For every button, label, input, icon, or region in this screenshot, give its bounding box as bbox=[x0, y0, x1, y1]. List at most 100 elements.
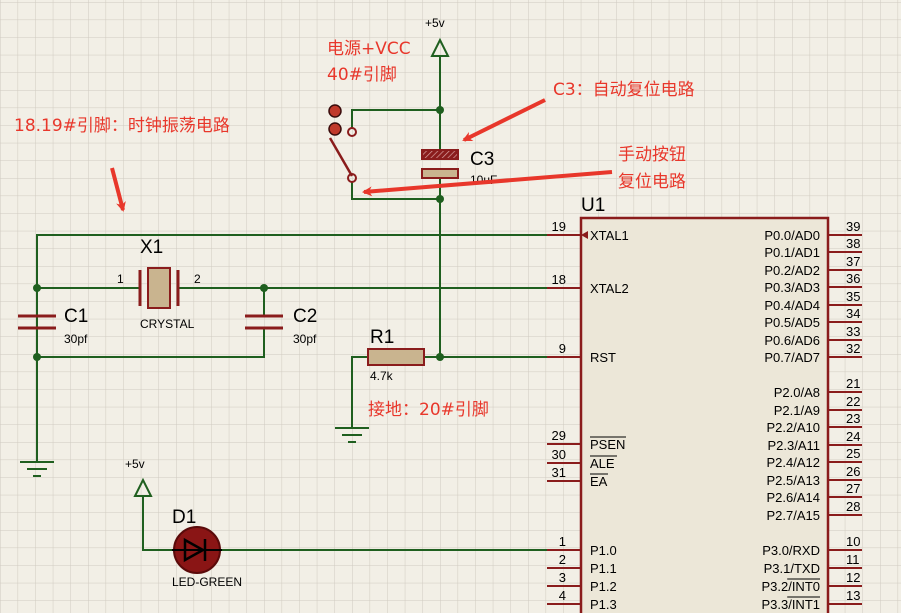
u1-pin-number: 1 bbox=[559, 534, 566, 549]
capacitor-c2: C2 30pf bbox=[245, 306, 317, 346]
reset-button-cap[interactable] bbox=[328, 104, 342, 118]
u1-pin-label: P3.2/INT0 bbox=[761, 579, 820, 594]
u1-pin-label: ALE bbox=[590, 456, 615, 471]
u1-pin-number: 11 bbox=[846, 552, 860, 567]
c2-value: 30pf bbox=[293, 332, 317, 346]
u1-pin-label: P2.7/A15 bbox=[767, 508, 821, 523]
u1-ref: U1 bbox=[581, 195, 605, 216]
u1-pin-number: 28 bbox=[846, 499, 860, 514]
u1-pin-label: P2.4/A12 bbox=[767, 455, 821, 470]
u1-pin-label: XTAL1 bbox=[590, 228, 629, 243]
u1-pin-number: 19 bbox=[552, 219, 566, 234]
u1-left-pins: 19XTAL118XTAL29RST29PSEN30ALE31EA1P1.02P… bbox=[547, 219, 629, 612]
u1-pin-number: 26 bbox=[846, 464, 860, 479]
u1-pin-number: 31 bbox=[552, 465, 566, 480]
crystal-x1: X1 1 2 CRYSTAL bbox=[117, 237, 201, 331]
wire-led-vcc bbox=[142, 495, 173, 551]
u1-pin-label: P3.3/INT1 bbox=[761, 597, 820, 612]
annotation-power-pin: 40#引脚 bbox=[327, 65, 397, 85]
led-d1: D1 LED-GREEN bbox=[172, 507, 242, 589]
r1-value: 4.7k bbox=[370, 369, 394, 383]
u1-pin-number: 23 bbox=[846, 411, 860, 426]
x1-pin1: 1 bbox=[117, 272, 124, 286]
u1-pin-label: P0.6/AD6 bbox=[764, 333, 820, 348]
annotation-ground: 接地：20#引脚 bbox=[368, 400, 489, 420]
u1-pin-label: P1.0 bbox=[590, 543, 617, 558]
u1-pin-label: P0.3/AD3 bbox=[764, 280, 820, 295]
u1-pin-label: P0.0/AD0 bbox=[764, 228, 820, 243]
u1-pin-label: P1.2 bbox=[590, 579, 617, 594]
vcc-symbol-top: +5v bbox=[425, 16, 450, 57]
u1-pin-number: 27 bbox=[846, 481, 860, 496]
u1-pin-number: 33 bbox=[846, 324, 860, 339]
vcc-label-top: +5v bbox=[425, 16, 445, 30]
u1-pin-label: RST bbox=[590, 350, 616, 365]
u1-pin-number: 37 bbox=[846, 254, 860, 269]
u1-pin-label: PSEN bbox=[590, 437, 625, 452]
u1-pin-label: P0.1/AD1 bbox=[764, 245, 820, 260]
u1-pin-label: P0.2/AD2 bbox=[764, 263, 820, 278]
d1-ref: D1 bbox=[172, 507, 196, 528]
u1-pin-number: 32 bbox=[846, 341, 860, 356]
u1-pin-label: EA bbox=[590, 474, 608, 489]
u1-pin-number: 25 bbox=[846, 446, 860, 461]
c3-ref: C3 bbox=[470, 149, 494, 170]
u1-pin-number: 29 bbox=[552, 428, 566, 443]
u1-pin-label: P0.5/AD5 bbox=[764, 315, 820, 330]
u1-pin-label: P3.1/TXD bbox=[764, 561, 820, 576]
vcc-symbol-led: +5v bbox=[125, 457, 153, 497]
u1-pin-label: P2.2/A10 bbox=[767, 420, 821, 435]
c1-value: 30pf bbox=[64, 332, 88, 346]
u1-pin-number: 4 bbox=[559, 588, 566, 603]
reset-button[interactable] bbox=[328, 104, 357, 183]
u1-pin-number: 13 bbox=[846, 588, 860, 603]
reset-button-plunger[interactable] bbox=[328, 122, 342, 136]
wires bbox=[36, 55, 548, 551]
x1-pin2: 2 bbox=[194, 272, 201, 286]
u1-pin-2: 2P1.1 bbox=[547, 552, 617, 576]
capacitor-c1: C1 30pf bbox=[18, 288, 88, 346]
u1-pin-number: 34 bbox=[846, 306, 860, 321]
u1-pin-label: P2.3/A11 bbox=[767, 438, 820, 453]
annotation-power: 电源+VCC bbox=[327, 39, 411, 59]
u1-pin-number: 22 bbox=[846, 394, 860, 409]
u1-pin-number: 18 bbox=[552, 272, 566, 287]
d1-value: LED-GREEN bbox=[172, 575, 242, 589]
r1-ref: R1 bbox=[370, 327, 394, 348]
u1-pin-number: 38 bbox=[846, 236, 860, 251]
u1-pin-1: 1P1.0 bbox=[547, 534, 617, 558]
wire-r1-ground bbox=[351, 356, 369, 429]
u1-pin-number: 9 bbox=[559, 341, 566, 356]
vcc-label-led: +5v bbox=[125, 457, 145, 471]
u1-pin-3: 3P1.2 bbox=[547, 570, 617, 594]
c1-ref: C1 bbox=[64, 306, 88, 327]
u1-pin-label: P2.1/A9 bbox=[774, 403, 820, 418]
x1-value: CRYSTAL bbox=[140, 317, 195, 331]
u1-pin-label: P2.6/A14 bbox=[767, 490, 821, 505]
u1-pin-number: 35 bbox=[846, 289, 860, 304]
annotation-reset-manual-2: 复位电路 bbox=[618, 172, 686, 192]
u1-pin-label: P3.0/RXD bbox=[762, 543, 820, 558]
u1-pin-label: P0.7/AD7 bbox=[764, 350, 820, 365]
u1-pin-label: P1.1 bbox=[590, 561, 617, 576]
u1-pin-number: 2 bbox=[559, 552, 566, 567]
annotation-reset-auto: C3：自动复位电路 bbox=[553, 80, 695, 100]
